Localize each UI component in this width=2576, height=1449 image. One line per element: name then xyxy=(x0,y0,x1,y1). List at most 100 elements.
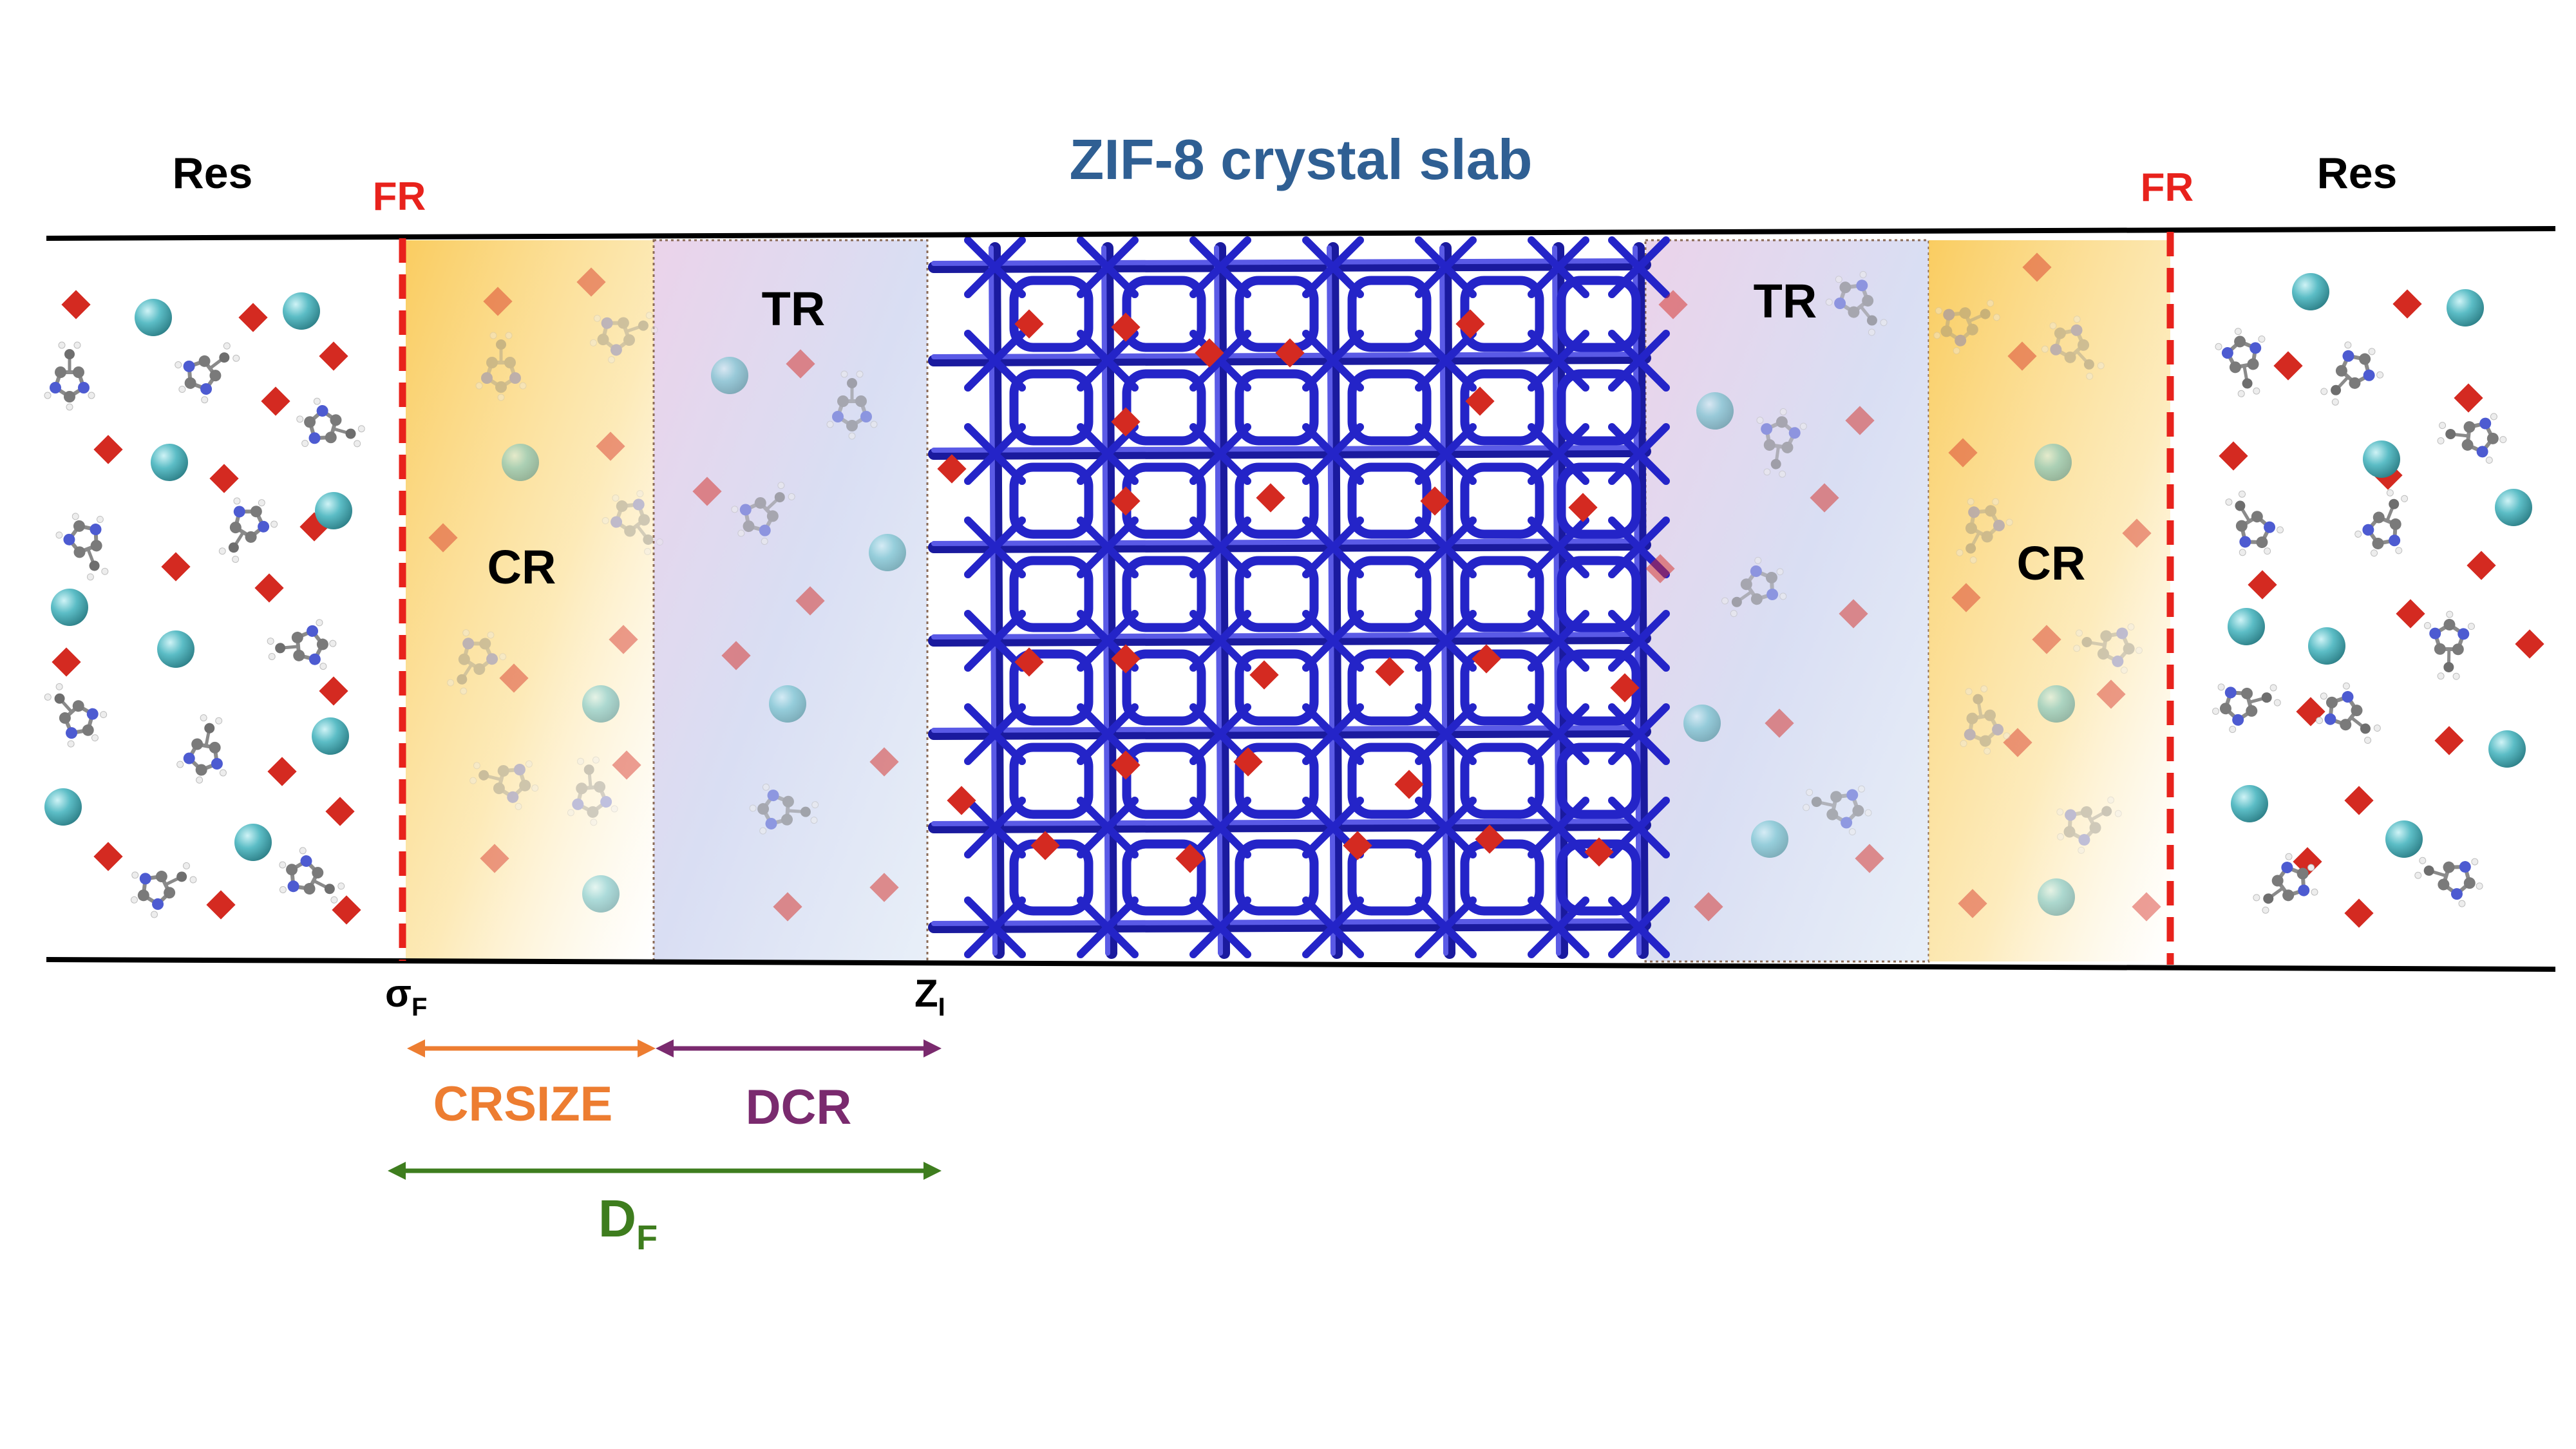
framework-cage xyxy=(1235,743,1319,819)
framework-highlight xyxy=(931,725,1648,733)
red-diamond-particle-icon xyxy=(2096,679,2126,709)
framework-cage xyxy=(1557,462,1641,539)
framework-node-link xyxy=(964,610,1026,672)
teal-sphere-particle-icon xyxy=(51,589,88,626)
framework-cage xyxy=(1009,649,1094,726)
framework-node-link xyxy=(1608,236,1670,298)
framework-cage xyxy=(1347,743,1432,819)
framework-cage xyxy=(1347,369,1432,446)
framework-node-link xyxy=(1528,703,1589,765)
teal-sphere-particle-icon xyxy=(869,534,906,571)
red-diamond-particle-icon xyxy=(1111,407,1141,437)
red-diamond-particle-icon xyxy=(61,290,91,319)
red-diamond-particle-icon xyxy=(1855,844,1884,873)
red-diamond-particle-icon xyxy=(238,303,268,332)
framework-node-link xyxy=(1528,236,1589,298)
red-diamond-particle-icon xyxy=(1275,338,1305,368)
imidazole-molecule-icon xyxy=(174,712,236,788)
teal-sphere-particle-icon xyxy=(151,444,188,481)
red-diamond-particle-icon xyxy=(1568,493,1598,522)
z-i-label: ZI xyxy=(914,972,945,1021)
teal-sphere-particle-icon xyxy=(2034,444,2072,481)
teal-sphere-particle-icon xyxy=(1696,392,1734,430)
res-label-left: Res xyxy=(173,149,253,198)
framework-strut xyxy=(928,919,1651,933)
framework-node-link xyxy=(1077,516,1139,578)
red-diamond-particle-icon xyxy=(596,431,625,461)
framework-node-link xyxy=(1189,423,1251,485)
dcr-arrow xyxy=(656,1039,942,1057)
tr-zone-right xyxy=(1644,239,1930,963)
framework-node-link xyxy=(1415,797,1477,858)
red-diamond-particle-icon xyxy=(1472,644,1501,674)
framework-node-link xyxy=(1189,516,1251,578)
red-diamond-particle-icon xyxy=(1584,837,1614,867)
red-diamond-particle-icon xyxy=(261,386,290,416)
framework-cage xyxy=(1235,556,1319,632)
imidazole-molecule-icon xyxy=(51,504,122,586)
red-diamond-particle-icon xyxy=(2434,726,2464,755)
slab-top-boundary xyxy=(46,226,2556,241)
red-diamond-particle-icon xyxy=(254,573,284,603)
teal-sphere-particle-icon xyxy=(283,292,320,330)
red-diamond-particle-icon xyxy=(1948,438,1978,468)
framework-node-link xyxy=(1302,703,1364,765)
teal-sphere-particle-icon xyxy=(2228,608,2265,645)
red-diamond-particle-icon xyxy=(1645,554,1675,583)
framework-node-link xyxy=(1415,330,1477,392)
red-diamond-particle-icon xyxy=(2454,383,2483,413)
diagram-title: ZIF-8 crystal slab xyxy=(1070,128,1533,191)
framework-cage xyxy=(1557,556,1641,632)
red-diamond-particle-icon xyxy=(2344,786,2374,815)
red-diamond-particle-icon xyxy=(1958,889,1987,918)
framework-cage xyxy=(1460,556,1544,632)
teal-sphere-particle-icon xyxy=(315,492,352,529)
red-diamond-particle-icon xyxy=(1839,599,1868,629)
red-diamond-particle-icon xyxy=(480,844,509,873)
red-diamond-particle-icon xyxy=(692,477,722,506)
framework-node-link xyxy=(964,330,1026,392)
red-diamond-particle-icon xyxy=(2122,518,2152,548)
red-diamond-particle-icon xyxy=(2032,625,2061,654)
red-diamond-particle-icon xyxy=(1111,486,1141,516)
red-diamond-particle-icon xyxy=(209,464,239,493)
framework-node-link xyxy=(1608,330,1670,392)
red-diamond-particle-icon xyxy=(2273,351,2303,381)
framework-node-link xyxy=(1189,703,1251,765)
framework-cage xyxy=(1347,276,1432,352)
framework-node-link xyxy=(1077,797,1139,858)
cr-label-left: CR xyxy=(488,540,556,594)
framework-node-link xyxy=(1528,330,1589,392)
red-diamond-particle-icon xyxy=(52,647,81,677)
red-diamond-particle-icon xyxy=(1233,747,1263,777)
red-diamond-particle-icon xyxy=(1455,309,1485,339)
red-diamond-particle-icon xyxy=(2392,289,2422,319)
red-diamond-particle-icon xyxy=(1610,673,1640,703)
imidazole-molecule-icon xyxy=(266,618,338,674)
framework-strut xyxy=(928,539,1651,553)
red-diamond-particle-icon xyxy=(1845,406,1875,435)
framework-strut xyxy=(928,632,1651,647)
teal-sphere-particle-icon xyxy=(234,824,272,861)
dcr-label: DCR xyxy=(746,1080,852,1135)
framework-node-link xyxy=(1608,703,1670,765)
framework-node-link xyxy=(1077,236,1139,298)
framework-node-link xyxy=(1415,703,1477,765)
imidazole-molecule-icon xyxy=(2423,611,2475,679)
framework-node-link xyxy=(1302,236,1364,298)
red-diamond-particle-icon xyxy=(2219,441,2248,471)
framework-cage xyxy=(1122,556,1206,632)
framework-cage xyxy=(1122,276,1206,352)
framework-node-link xyxy=(1189,797,1251,858)
imidazole-molecule-icon xyxy=(2410,843,2490,911)
framework-cage xyxy=(1009,276,1094,352)
framework-node-link xyxy=(1608,516,1670,578)
red-diamond-particle-icon xyxy=(2396,599,2425,629)
framework-cage xyxy=(1235,462,1319,539)
framework-cage xyxy=(1122,839,1206,916)
teal-sphere-particle-icon xyxy=(312,717,349,755)
red-diamond-particle-icon xyxy=(1030,831,1060,860)
teal-sphere-particle-icon xyxy=(769,685,806,723)
red-diamond-particle-icon xyxy=(1249,660,1279,690)
framework-cage xyxy=(1122,649,1206,726)
